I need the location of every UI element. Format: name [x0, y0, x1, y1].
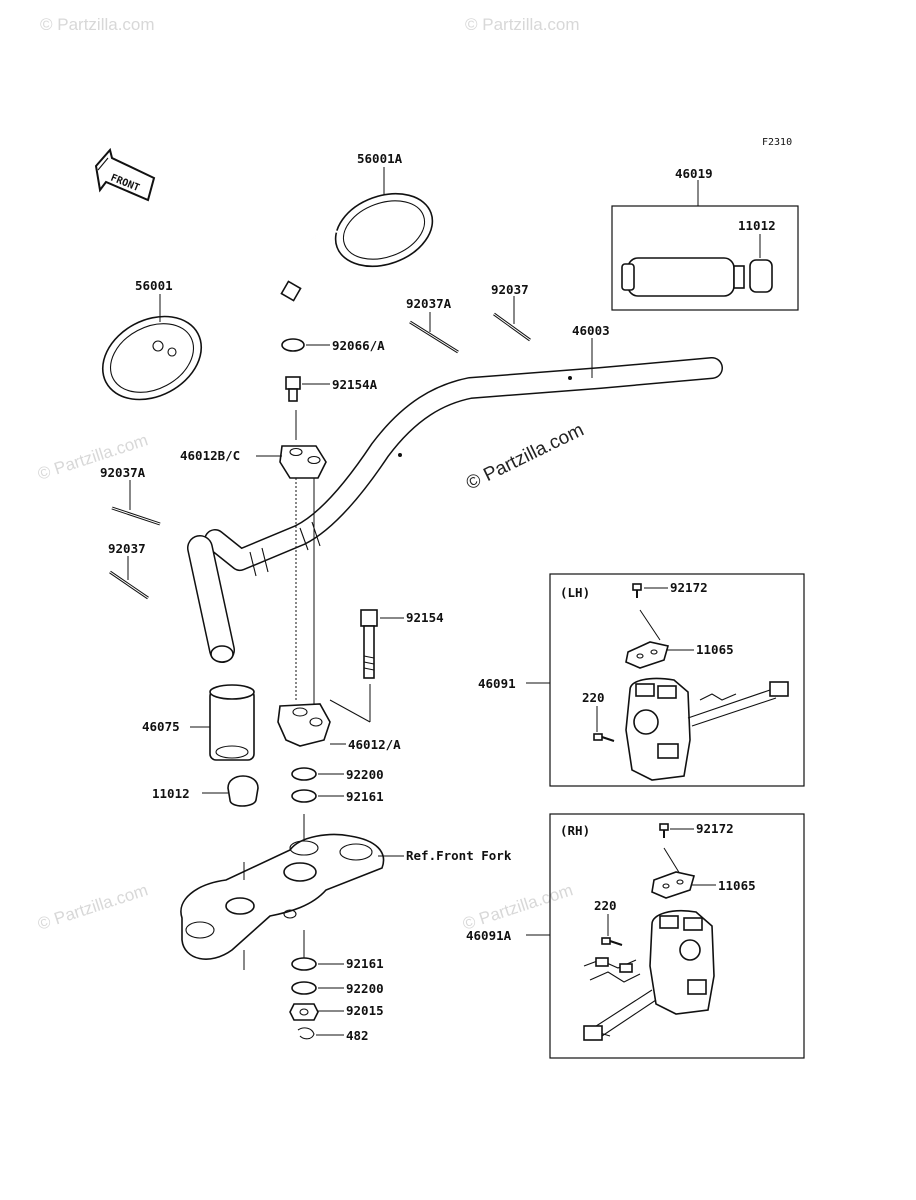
- figure-code: F2310: [762, 137, 792, 148]
- clamp-upper: [279, 445, 327, 479]
- grip-end-cap-left: [227, 775, 259, 807]
- label-92172-lh: 92172: [670, 580, 708, 595]
- label-11065-lh: 11065: [696, 642, 734, 657]
- clamp-lower: [277, 703, 331, 747]
- label-92161-bottom: 92161: [346, 956, 384, 971]
- label-46012A: 46012/A: [348, 737, 401, 752]
- label-56001A: 56001A: [357, 151, 403, 166]
- label-92037-left: 92037: [108, 541, 146, 556]
- washer-92161-bottom: [291, 957, 317, 971]
- handlebar: [187, 357, 723, 663]
- switch-housing-rh: [583, 909, 715, 1041]
- screw-92172-lh: [632, 583, 642, 598]
- pin-92037-left: [109, 570, 149, 600]
- mirror-right: [280, 192, 434, 302]
- label-92037-top: 92037: [491, 282, 529, 297]
- watermark: © Partzilla.com: [40, 15, 155, 34]
- throttle-grip: [621, 257, 745, 297]
- label-92200-bottom: 92200: [346, 981, 384, 996]
- label-92015: 92015: [346, 1003, 384, 1018]
- label-92172-rh: 92172: [696, 821, 734, 836]
- label-11065-rh: 11065: [718, 878, 756, 893]
- washer-92200-bottom: [291, 981, 317, 995]
- label-482: 482: [346, 1028, 369, 1043]
- lh-side-label: (LH): [560, 585, 590, 600]
- front-arrow-icon: FRONT: [94, 147, 156, 202]
- washer-92200-top: [291, 767, 317, 781]
- label-56001: 56001: [135, 278, 173, 293]
- label-46019: 46019: [675, 166, 713, 181]
- watermark: © Partzilla.com: [460, 880, 575, 933]
- label-46091: 46091: [478, 676, 516, 691]
- label-46012BC: 46012B/C: [180, 448, 240, 463]
- label-220-lh: 220: [582, 690, 605, 705]
- lh-switch-box: [549, 573, 805, 787]
- label-46075: 46075: [142, 719, 180, 734]
- label-92200-top: 92200: [346, 767, 384, 782]
- label-46091A: 46091A: [466, 928, 512, 943]
- triple-clamp: [180, 833, 385, 960]
- plate-11065-lh: [625, 641, 670, 669]
- label-92066: 92066/A: [332, 338, 385, 353]
- screw-92172-rh: [659, 823, 669, 838]
- label-92154: 92154: [406, 610, 444, 625]
- label-92161-top: 92161: [346, 789, 384, 804]
- label-220-rh: 220: [594, 898, 617, 913]
- pin-92037A-left: [111, 506, 161, 526]
- watermark: © Partzilla.com: [465, 15, 580, 34]
- bolt-92154: [360, 609, 378, 679]
- label-92037A-top: 92037A: [406, 296, 452, 311]
- nut-92015: [289, 1003, 319, 1021]
- pin-92037A-top: [409, 320, 459, 354]
- bolt-220-lh: [593, 733, 615, 742]
- rh-side-label: (RH): [560, 823, 590, 838]
- pin-92037-top: [493, 312, 531, 342]
- bolt-92154A: [285, 376, 301, 402]
- label-92154A: 92154A: [332, 377, 378, 392]
- label-11012-left: 11012: [152, 786, 190, 801]
- label-11012-top: 11012: [738, 218, 776, 233]
- circlip-482: [297, 1027, 315, 1040]
- left-grip: [209, 684, 255, 761]
- label-92037A-left: 92037A: [100, 465, 146, 480]
- center-watermark: © Partzilla.com: [463, 419, 587, 494]
- throttle-grip-box: [611, 205, 799, 311]
- rh-switch-box: [549, 813, 805, 1059]
- washer-92066: [281, 338, 305, 352]
- grip-end-cap-right: [749, 259, 773, 293]
- switch-housing-lh: [625, 677, 789, 781]
- bolt-220-rh: [601, 937, 623, 946]
- label-ref-front-fork: Ref.Front Fork: [406, 848, 512, 863]
- mirror-left: [101, 315, 203, 401]
- plate-11065-rh: [651, 871, 696, 899]
- watermark: © Partzilla.com: [35, 880, 150, 933]
- label-46003: 46003: [572, 323, 610, 338]
- washer-92161-top: [291, 789, 317, 803]
